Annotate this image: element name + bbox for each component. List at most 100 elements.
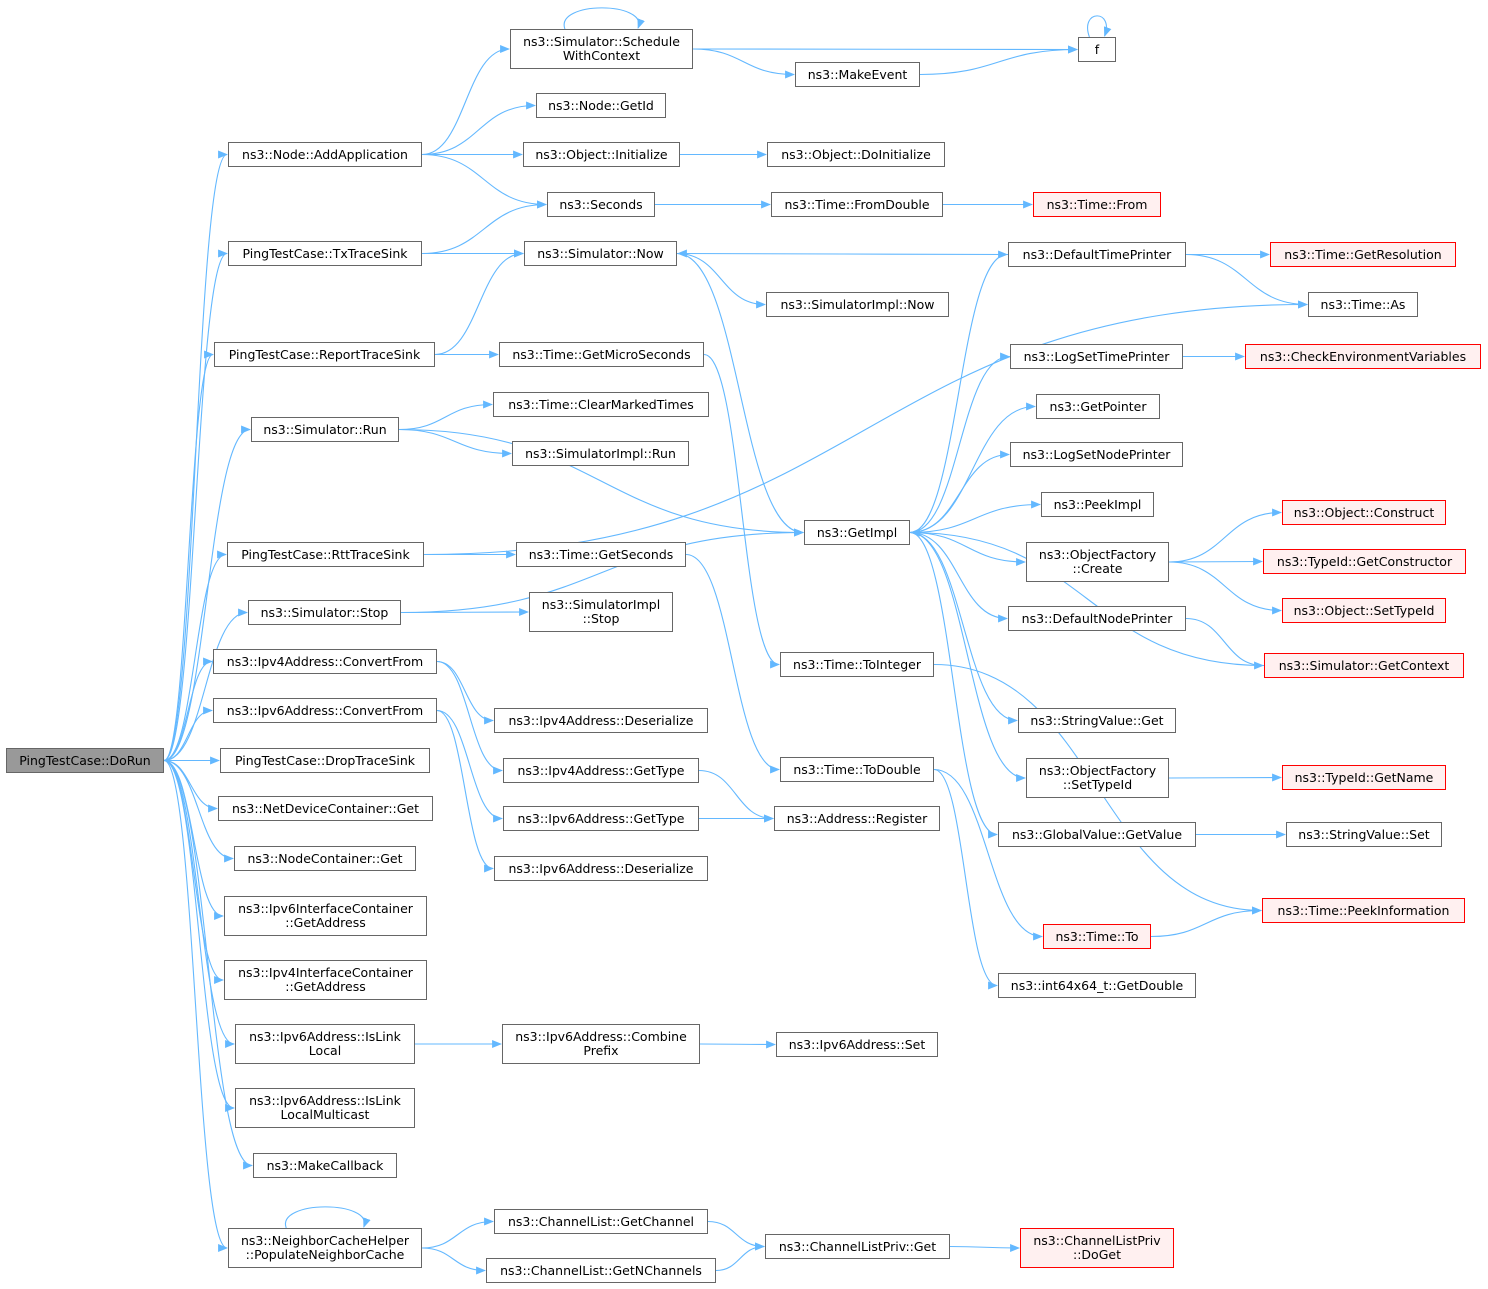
node-makecallback[interactable]: ns3::MakeCallback <box>253 1153 397 1178</box>
node-getimpl[interactable]: ns3::GetImpl <box>804 520 910 545</box>
node-root[interactable]: PingTestCase::DoRun <box>6 748 164 773</box>
edge-addapp-to-nodegetid <box>421 101 536 156</box>
edge-root-to-txsink <box>163 249 228 762</box>
node-timeto[interactable]: ns3::Time::To <box>1043 924 1151 949</box>
edge-root-to-rttsink <box>163 550 227 762</box>
node-ncget[interactable]: ns3::NodeContainer::Get <box>234 846 416 871</box>
edge-ncpopulate-to-clgetn <box>421 1247 486 1275</box>
node-clprivget[interactable]: ns3::ChannelListPriv::Get <box>765 1234 950 1259</box>
node-getcontext[interactable]: ns3::Simulator::GetContext <box>1264 653 1464 678</box>
edge-getseconds-to-todouble <box>685 553 780 774</box>
node-makeevent[interactable]: ns3::MakeEvent <box>795 62 920 87</box>
edge-getimpl-to-defnodeprinter <box>909 531 1008 623</box>
node-ipv4deser[interactable]: ns3::Ipv4Address::Deserialize <box>494 708 708 733</box>
edge-ipv4gettype-to-addrregister <box>698 769 774 823</box>
node-label: ns3::Time::FromDouble <box>784 196 930 212</box>
node-label: ns3::StringValue::Set <box>1298 826 1430 842</box>
edge-ofcreate-to-objconstruct <box>1168 508 1282 563</box>
node-checkenv[interactable]: ns3::CheckEnvironmentVariables <box>1245 344 1481 369</box>
edge-root-to-reportsink <box>163 350 214 762</box>
node-getdouble[interactable]: ns3::int64x64_t::GetDouble <box>998 973 1196 998</box>
node-ipv4icget[interactable]: ns3::Ipv4InterfaceContainer::GetAddress <box>224 960 427 1000</box>
node-nodegetid[interactable]: ns3::Node::GetId <box>536 93 666 118</box>
node-label: ns3::LogSetTimePrinter <box>1023 348 1170 364</box>
node-ipv6icget[interactable]: ns3::Ipv6InterfaceContainer::GetAddress <box>224 896 427 936</box>
node-label: ::SetTypeId <box>1062 777 1133 792</box>
edge-root-to-simstop <box>163 608 248 762</box>
node-ofcreate[interactable]: ns3::ObjectFactory::Create <box>1026 542 1169 582</box>
node-getmicro[interactable]: ns3::Time::GetMicroSeconds <box>499 342 704 367</box>
node-clgetn[interactable]: ns3::ChannelList::GetNChannels <box>486 1258 716 1283</box>
node-objdoinit[interactable]: ns3::Object::DoInitialize <box>767 142 945 167</box>
node-objinit[interactable]: ns3::Object::Initialize <box>523 142 680 167</box>
node-addrregister[interactable]: ns3::Address::Register <box>774 806 940 831</box>
node-clgetchannel[interactable]: ns3::ChannelList::GetChannel <box>494 1209 708 1234</box>
node-gvgetvalue[interactable]: ns3::GlobalValue::GetValue <box>998 822 1196 847</box>
node-label: ns3::Time::ToDouble <box>793 761 921 777</box>
node-label: Local <box>308 1043 342 1058</box>
node-deftimeprinter[interactable]: ns3::DefaultTimePrinter <box>1008 242 1186 267</box>
node-ipv4conv[interactable]: ns3::Ipv4Address::ConvertFrom <box>213 649 437 674</box>
node-label: PingTestCase::TxTraceSink <box>242 245 408 261</box>
node-simstop[interactable]: ns3::Simulator::Stop <box>248 600 401 625</box>
node-ofsettypeid[interactable]: ns3::ObjectFactory::SetTypeId <box>1026 758 1169 798</box>
edge-simrun-to-getimpl <box>398 428 804 537</box>
node-getresolution[interactable]: ns3::Time::GetResolution <box>1270 242 1456 267</box>
node-simimplstop[interactable]: ns3::SimulatorImpl::Stop <box>529 592 673 632</box>
node-ipv4gettype[interactable]: ns3::Ipv4Address::GetType <box>503 758 699 783</box>
node-dropsink[interactable]: PingTestCase::DropTraceSink <box>220 748 430 773</box>
node-label: ns3::Node::AddApplication <box>242 146 408 162</box>
node-label: ns3::Time::From <box>1046 196 1148 212</box>
node-simimplrun[interactable]: ns3::SimulatorImpl::Run <box>512 441 689 466</box>
edge-getimpl-to-peekimpl <box>909 500 1041 534</box>
node-ndcget[interactable]: ns3::NetDeviceContainer::Get <box>218 796 433 821</box>
node-logsettime[interactable]: ns3::LogSetTimePrinter <box>1010 344 1183 369</box>
node-label: ns3::MakeCallback <box>266 1157 384 1173</box>
node-setypeid[interactable]: ns3::Object::SetTypeId <box>1282 598 1446 623</box>
node-clprivdoget[interactable]: ns3::ChannelListPriv::DoGet <box>1020 1228 1174 1268</box>
node-peekinfo[interactable]: ns3::Time::PeekInformation <box>1262 898 1465 923</box>
node-label: PingTestCase::ReportTraceSink <box>228 346 421 362</box>
edge-schedule-to-schedule <box>563 7 645 30</box>
node-logsetnode[interactable]: ns3::LogSetNodePrinter <box>1010 442 1183 467</box>
node-ncpopulate[interactable]: ns3::NeighborCacheHelper::PopulateNeighb… <box>228 1228 422 1268</box>
node-label: ns3::DefaultTimePrinter <box>1022 246 1172 262</box>
node-timefrom[interactable]: ns3::Time::From <box>1033 192 1161 217</box>
node-txsink[interactable]: PingTestCase::TxTraceSink <box>228 241 422 266</box>
node-seconds[interactable]: ns3::Seconds <box>547 192 655 217</box>
node-ipv6conv[interactable]: ns3::Ipv6Address::ConvertFrom <box>213 698 437 723</box>
node-svset[interactable]: ns3::StringValue::Set <box>1286 822 1442 847</box>
node-f[interactable]: f <box>1078 37 1116 62</box>
node-ipv6deser[interactable]: ns3::Ipv6Address::Deserialize <box>494 856 708 881</box>
node-timeas[interactable]: ns3::Time::As <box>1308 292 1418 317</box>
edge-getimpl-to-deftimeprinter <box>909 250 1008 534</box>
edge-reportsink-to-simnow <box>434 249 524 356</box>
node-getseconds[interactable]: ns3::Time::GetSeconds <box>516 542 686 567</box>
node-reportsink[interactable]: PingTestCase::ReportTraceSink <box>214 342 435 367</box>
node-clearmarked[interactable]: ns3::Time::ClearMarkedTimes <box>493 392 709 417</box>
node-getconstructor[interactable]: ns3::TypeId::GetConstructor <box>1263 549 1466 574</box>
node-label: ::DoGet <box>1073 1247 1121 1262</box>
node-addapp[interactable]: ns3::Node::AddApplication <box>228 142 422 167</box>
node-svget[interactable]: ns3::StringValue::Get <box>1018 708 1176 733</box>
node-simnow[interactable]: ns3::Simulator::Now <box>524 241 677 266</box>
node-tointeger[interactable]: ns3::Time::ToInteger <box>780 652 934 677</box>
node-rttsink[interactable]: PingTestCase::RttTraceSink <box>227 542 424 567</box>
node-peekimpl[interactable]: ns3::PeekImpl <box>1041 492 1154 517</box>
node-ipv6set[interactable]: ns3::Ipv6Address::Set <box>776 1032 938 1057</box>
node-getname[interactable]: ns3::TypeId::GetName <box>1282 765 1446 790</box>
node-simrun[interactable]: ns3::Simulator::Run <box>251 417 399 442</box>
node-fromdouble[interactable]: ns3::Time::FromDouble <box>771 192 943 217</box>
edge-ncpopulate-to-ncpopulate <box>285 1206 371 1229</box>
node-simimplnow[interactable]: ns3::SimulatorImpl::Now <box>766 292 949 317</box>
node-defnodeprinter[interactable]: ns3::DefaultNodePrinter <box>1008 606 1186 631</box>
node-objconstruct[interactable]: ns3::Object::Construct <box>1282 500 1446 525</box>
node-label: ns3::Time::As <box>1320 296 1406 312</box>
node-todouble[interactable]: ns3::Time::ToDouble <box>780 757 934 782</box>
node-ipv6gettype[interactable]: ns3::Ipv6Address::GetType <box>503 806 699 831</box>
node-getpointer[interactable]: ns3::GetPointer <box>1036 394 1160 419</box>
